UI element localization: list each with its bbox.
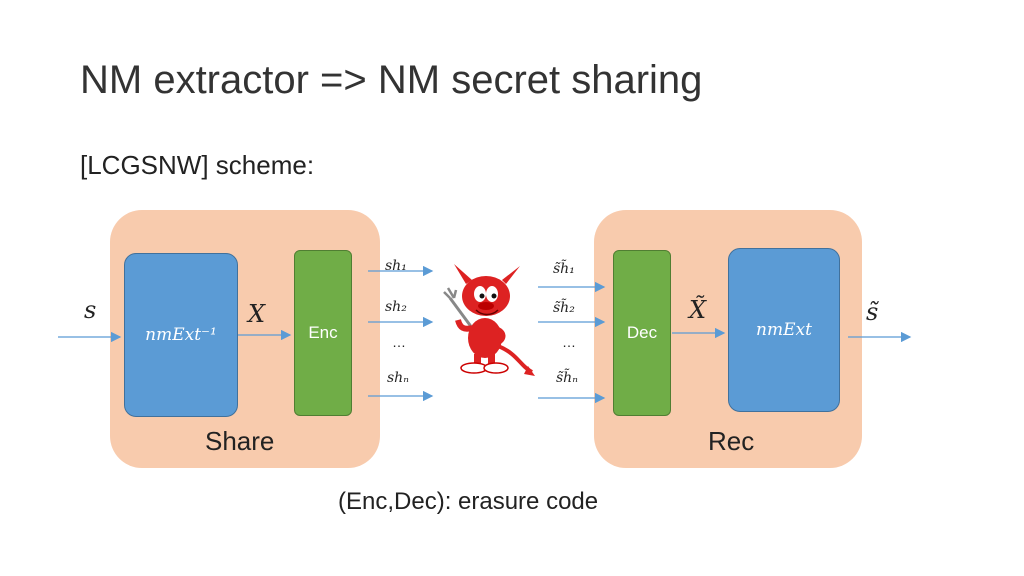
output-secret-label: s̃	[866, 298, 879, 326]
rec-sh2-label: s̃h̃₂	[553, 300, 575, 316]
nmext-box: nmExt	[728, 248, 840, 412]
share-sh2-label: sh₂	[385, 299, 407, 315]
enc-label: Enc	[308, 323, 338, 342]
scheme-subtitle: [LCGSNW] scheme:	[80, 150, 315, 180]
rec-shn-label: s̃h̃ₙ	[556, 370, 578, 386]
rec-sh1-label: s̃h̃₁	[553, 261, 575, 277]
enc-box: Enc	[294, 250, 352, 416]
devil-icon	[443, 264, 535, 376]
share-ellipsis: …	[392, 334, 406, 350]
dec-label: Dec	[626, 323, 658, 342]
share-shn-label: shₙ	[387, 370, 409, 386]
x-label: X	[248, 300, 266, 328]
share-label: Share	[205, 426, 275, 456]
secret-input-label: s	[84, 296, 97, 324]
rec-ellipsis: …	[562, 334, 576, 350]
rec-label: Rec	[708, 426, 755, 456]
footer-note: (Enc,Dec): erasure code	[338, 488, 599, 515]
xtilde-label: X̃	[689, 296, 707, 324]
slide-title: NM extractor => NM secret sharing	[80, 58, 703, 102]
nmext-label: nmExt	[756, 320, 812, 340]
share-sh1-label: sh₁	[385, 258, 407, 274]
nmext-inverse-box: nmExt⁻¹	[124, 253, 238, 417]
nmext-inverse-label: nmExt⁻¹	[145, 325, 217, 345]
dec-box: Dec	[613, 250, 671, 416]
